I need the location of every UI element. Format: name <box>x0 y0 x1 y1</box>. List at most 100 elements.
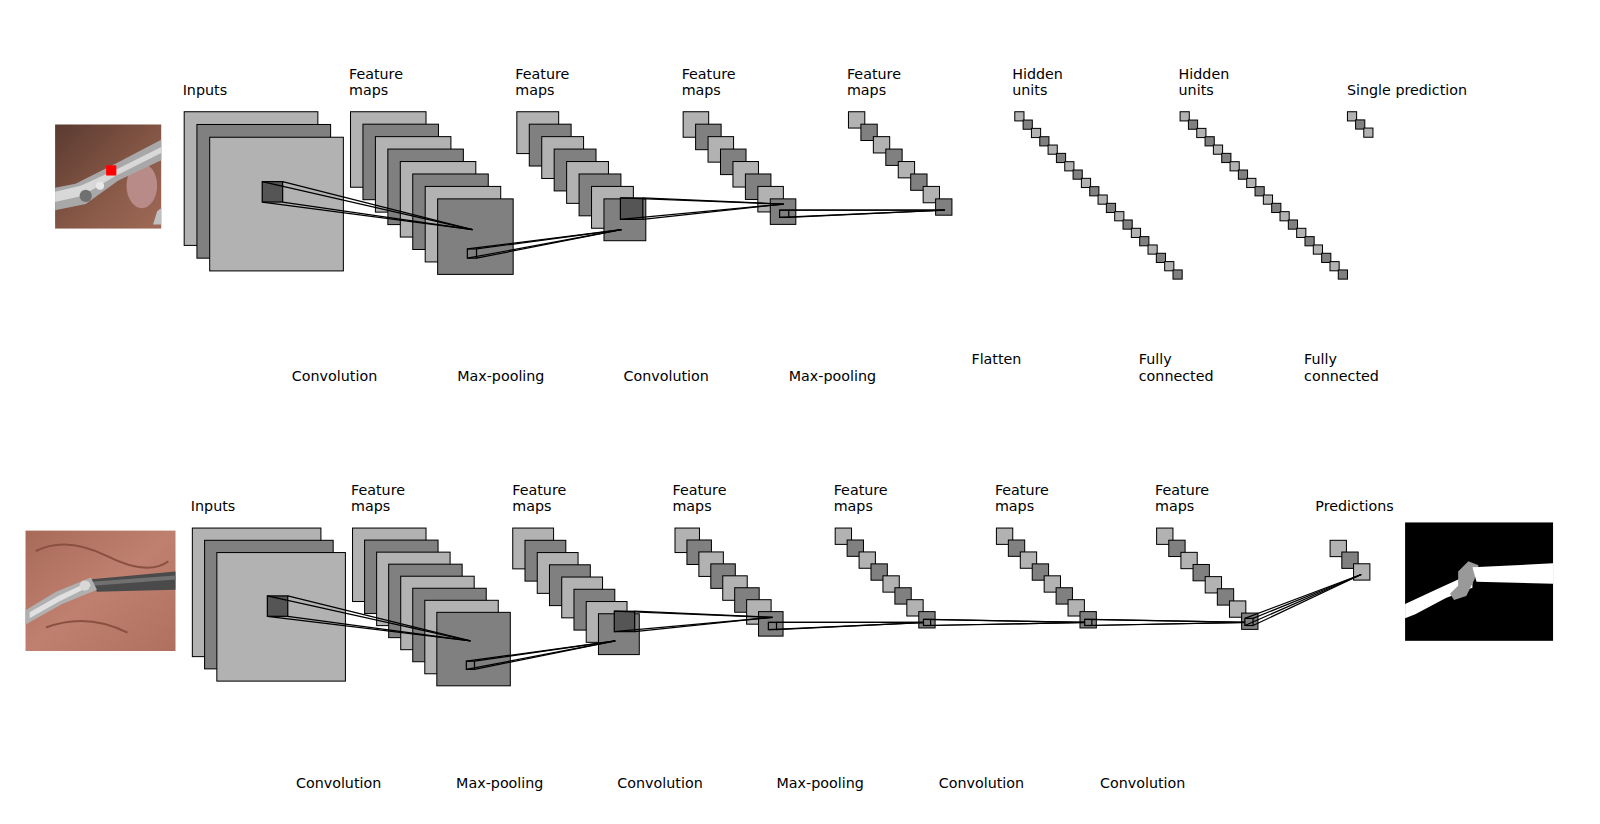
feature-map <box>758 611 782 635</box>
receptive-field-connector <box>1245 574 1361 625</box>
layer-title: Feature maps <box>995 482 1066 515</box>
projection-line <box>283 202 473 230</box>
projection-line <box>620 198 783 204</box>
operation-label: Fully connected <box>1304 351 1386 384</box>
layer-stack: Feature maps <box>993 482 1098 630</box>
feature-map <box>1296 228 1305 237</box>
projection-line <box>283 182 473 230</box>
feature-map <box>1131 228 1140 237</box>
projection-line <box>1092 622 1249 625</box>
projection-line <box>467 230 621 249</box>
projection-line <box>477 230 622 249</box>
feature-map <box>1313 244 1322 253</box>
receptive-field-connector <box>1085 619 1249 625</box>
kernel-patch <box>923 619 930 625</box>
map-stack <box>1179 111 1348 280</box>
layer-title: Inputs <box>191 498 293 514</box>
kernel-patch <box>780 210 789 217</box>
receptive-field-connector <box>923 619 1088 625</box>
feature-map <box>1164 261 1173 270</box>
operation-label: Max-pooling <box>457 367 579 383</box>
kernel-patch <box>1085 619 1092 625</box>
projection-line <box>768 622 927 623</box>
layer-stack: Predictions <box>1313 498 1419 582</box>
feature-map <box>1139 236 1148 245</box>
operation-label: Convolution <box>292 367 414 383</box>
layer-title: Inputs <box>183 82 285 98</box>
projection-line <box>789 210 945 217</box>
feature-map <box>1271 203 1280 212</box>
projection-line <box>1245 574 1361 625</box>
projection-line <box>923 622 1088 625</box>
operation-label: Convolution <box>623 367 745 383</box>
layer-title: Feature maps <box>834 482 905 515</box>
feature-map <box>1338 269 1347 278</box>
feature-map <box>1048 145 1057 154</box>
layer-stack: Feature maps <box>845 65 954 216</box>
projection-line <box>1085 622 1249 625</box>
layer-stack: Feature maps <box>349 482 512 688</box>
feature-map <box>1263 194 1272 203</box>
feature-map <box>1205 136 1214 145</box>
feature-map <box>1221 153 1230 162</box>
feature-map <box>1023 120 1032 129</box>
feature-map <box>935 198 951 214</box>
layer-title: Feature maps <box>847 65 918 98</box>
receptive-field-connector <box>262 182 472 230</box>
map-stack <box>1156 527 1259 630</box>
feature-map <box>1329 261 1338 270</box>
feature-map <box>1031 128 1040 137</box>
layer-stack: Feature maps <box>832 482 937 630</box>
kernel-patch <box>262 182 282 202</box>
operation-label: Convolution <box>939 774 1061 790</box>
feature-map <box>1098 194 1107 203</box>
feature-map <box>1106 203 1115 212</box>
projection-line <box>643 198 784 204</box>
kernel-patch <box>768 622 776 629</box>
projection-line <box>931 619 1089 622</box>
projection-line <box>614 611 772 617</box>
map-stack <box>512 527 641 656</box>
map-stack <box>349 111 514 276</box>
layer-title: Hidden units <box>1012 65 1083 98</box>
map-stack <box>674 527 784 637</box>
feature-map <box>1014 111 1023 120</box>
projection-line <box>643 204 784 219</box>
map-stack <box>834 527 936 629</box>
receptive-field-connector <box>620 198 783 219</box>
operation-label: Convolution <box>296 774 418 790</box>
map-stack <box>995 527 1097 629</box>
layer-title: Feature maps <box>512 482 583 515</box>
layer-title: Hidden units <box>1179 65 1250 98</box>
projection-line <box>1253 574 1361 625</box>
operation-label: Fully connected <box>1139 351 1221 384</box>
projection-line <box>477 230 622 259</box>
layer-title: Feature maps <box>682 65 753 98</box>
layer-title: Predictions <box>1315 498 1417 514</box>
receptive-field-connector <box>267 596 470 641</box>
kernel-patch <box>614 611 634 631</box>
feature-map <box>1196 128 1205 137</box>
layer-title: Feature maps <box>1155 482 1226 515</box>
feature-map <box>436 612 509 685</box>
layer-title: Feature maps <box>349 65 420 98</box>
feature-map <box>1180 111 1189 120</box>
feature-map <box>1321 253 1330 262</box>
layer-stack: Hidden units <box>1010 65 1183 280</box>
projection-line <box>635 611 773 617</box>
projection-line <box>777 622 928 629</box>
layer-stack: Single prediction <box>1345 82 1512 139</box>
feature-map <box>1056 153 1065 162</box>
operation-label: Convolution <box>1100 774 1222 790</box>
receptive-field-connector <box>768 622 927 629</box>
feature-map <box>1255 186 1264 195</box>
projection-line <box>262 182 472 230</box>
input-photo <box>55 124 161 228</box>
map-stack <box>1014 111 1183 280</box>
projection-line <box>620 204 783 219</box>
projection-line <box>1245 574 1361 618</box>
layer-stack: Inputs <box>181 82 345 273</box>
feature-map <box>1213 145 1222 154</box>
